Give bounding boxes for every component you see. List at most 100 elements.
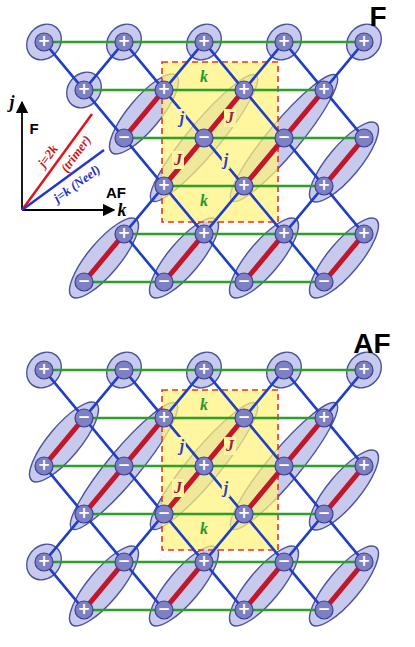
k-bond [93, 417, 155, 420]
trimer-ellipse [300, 441, 389, 539]
site-sign: + [154, 176, 174, 196]
axis-label: k [118, 200, 127, 221]
j-bond [290, 521, 318, 555]
site-circle: + [34, 32, 54, 52]
J-bond [130, 97, 158, 131]
j-bond [130, 145, 158, 179]
bond-label: k [198, 192, 210, 210]
trimer-ellipse [300, 113, 389, 211]
site-sign: + [34, 32, 54, 52]
j-bond [210, 521, 238, 555]
k-bond [253, 513, 315, 516]
site-sign: + [34, 552, 54, 572]
panel-heading: F [369, 1, 386, 33]
J-bond [250, 241, 278, 275]
unit-cell [162, 390, 278, 550]
site-circle: + [154, 80, 174, 100]
j-bond [250, 425, 278, 459]
site-sign: + [194, 360, 214, 380]
bond-label: k [198, 68, 210, 86]
site-sign: + [234, 504, 254, 524]
k-bond [293, 369, 355, 372]
k-bond [213, 233, 275, 236]
site-sign: + [354, 552, 374, 572]
site-circle: + [234, 80, 254, 100]
j-bond [330, 425, 358, 459]
site-sign: + [354, 224, 374, 244]
bond-label: J [172, 479, 184, 497]
k-bond [213, 41, 275, 44]
site-circle: − [274, 360, 294, 380]
k-bond [53, 465, 115, 468]
j-bond [130, 473, 158, 507]
site-circle: − [114, 552, 134, 572]
site-circle: + [314, 408, 334, 428]
j-bond [170, 377, 198, 411]
site-circle: − [74, 408, 94, 428]
site-sign: − [74, 272, 94, 292]
site-circle: + [354, 360, 374, 380]
j-bond [290, 569, 318, 603]
site-circle: − [354, 128, 374, 148]
site-sign: − [194, 128, 214, 148]
k-bond [53, 369, 115, 372]
site-circle: − [194, 128, 214, 148]
j-bond [290, 49, 318, 83]
trimer-ellipse [140, 537, 229, 635]
site-sign: − [114, 360, 134, 380]
J-bond [290, 97, 318, 131]
k-bond [93, 609, 155, 612]
site-sign: − [354, 128, 374, 148]
site-circle: + [74, 504, 94, 524]
j-bond [130, 49, 158, 83]
site-sign: + [314, 176, 334, 196]
site-sign: + [194, 456, 214, 476]
j-bond [290, 145, 318, 179]
site-circle: − [314, 272, 334, 292]
site-sign: − [314, 504, 334, 524]
k-bond [133, 41, 195, 44]
site-circle: + [114, 224, 134, 244]
J-bond [170, 241, 198, 275]
site-sign: − [314, 600, 334, 620]
site-circle: − [234, 408, 254, 428]
site-sign: + [234, 80, 254, 100]
j-bond [210, 49, 238, 83]
site-sign: + [154, 80, 174, 100]
k-bond [53, 561, 115, 564]
k-bond [253, 281, 315, 284]
J-bond [170, 473, 198, 507]
j-bond [210, 377, 238, 411]
k-bond [173, 513, 235, 516]
site-sign: − [314, 272, 334, 292]
trimer-ellipse [60, 209, 149, 307]
k-bond [93, 89, 155, 92]
site-sign: + [234, 176, 254, 196]
k-bond [253, 609, 315, 612]
k-bond [133, 233, 195, 236]
j-bond [170, 425, 198, 459]
J-bond [330, 569, 358, 603]
j-bond [50, 521, 78, 555]
site-sign: + [34, 456, 54, 476]
J-bond [130, 425, 158, 459]
site-sign: + [314, 80, 334, 100]
j-bond [50, 49, 78, 83]
site-sign: − [74, 408, 94, 428]
panel-heading: AF [353, 328, 390, 360]
site-circle: + [234, 176, 254, 196]
k-bond [133, 369, 195, 372]
j-bond [250, 377, 278, 411]
site-circle: + [194, 224, 214, 244]
trimer-ellipse [300, 209, 389, 307]
k-bond [213, 561, 275, 564]
k-bond [93, 281, 155, 284]
k-bond [213, 369, 275, 372]
j-bond [90, 49, 118, 83]
j-bond [130, 193, 158, 227]
site-sign: + [74, 80, 94, 100]
J-bond [90, 473, 118, 507]
J-bond [170, 145, 198, 179]
site-circle: + [34, 456, 54, 476]
site-sign: + [154, 408, 174, 428]
